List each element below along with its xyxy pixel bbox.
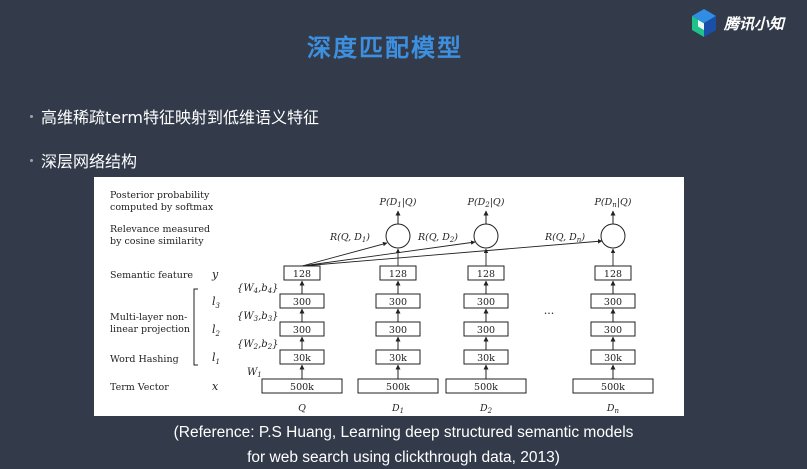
node-l1: 30k xyxy=(604,353,622,364)
weight-w4: {W4,b4} xyxy=(237,283,279,295)
bullet-item: 深层网络结构 xyxy=(30,148,137,172)
prob-label-d2: P(D2|Q) xyxy=(467,197,505,209)
bullet-text: 深层网络结构 xyxy=(41,152,138,171)
cosine-connections xyxy=(301,239,616,267)
bullet-dot-icon xyxy=(30,114,33,118)
label-hashing: Word Hashing xyxy=(110,354,179,365)
reference-line-2: for web search using clickthrough data, … xyxy=(247,449,560,466)
rel-label-d1: R(Q, D1) xyxy=(329,232,370,244)
reference-line-1: (Reference: P.S Huang, Learning deep str… xyxy=(173,424,634,441)
weight-w2: {W2,b2} xyxy=(237,339,279,351)
var-x: x xyxy=(212,380,219,393)
column-label-d2: D2 xyxy=(479,403,493,415)
prob-label-d1: P(D1|Q) xyxy=(379,197,417,209)
weight-w1: W1 xyxy=(247,367,262,379)
bullet-text: 高维稀疏term特征映射到低维语义特征 xyxy=(41,108,320,127)
node-l3: 300 xyxy=(389,297,407,308)
node-l2: 300 xyxy=(389,325,407,336)
doc-stack-1: 128 300 300 30k 500k P(D1|Q) R(Q, D1) D1 xyxy=(329,197,439,415)
ellipsis: ... xyxy=(544,304,555,317)
bullet-dot-icon xyxy=(30,158,33,162)
node-l3: 300 xyxy=(293,297,311,308)
doc-stack-n: 128 300 300 30k 500k P(Dn|Q) R(Q, Dn) Dn xyxy=(544,197,654,415)
node-l3: 300 xyxy=(604,297,622,308)
node-l2: 300 xyxy=(477,325,495,336)
label-posterior-2: computed by softmax xyxy=(110,202,214,213)
node-l2: 300 xyxy=(604,325,622,336)
cosine-node xyxy=(385,223,411,249)
label-relevance-2: by cosine similarity xyxy=(110,236,204,247)
label-termvec: Term Vector xyxy=(110,382,169,393)
cosine-node xyxy=(473,223,499,249)
node-l1: 30k xyxy=(293,353,311,364)
page-title: 深度匹配模型 xyxy=(307,34,463,62)
node-x: 500k xyxy=(601,382,625,393)
label-posterior-1: Posterior probability xyxy=(110,190,210,201)
node-top: 128 xyxy=(604,269,622,280)
node-l1: 30k xyxy=(477,353,495,364)
cosine-node xyxy=(600,223,626,249)
rel-label-dn: R(Q, Dn) xyxy=(544,232,585,244)
prob-label-dn: P(Dn|Q) xyxy=(594,197,632,209)
var-l2: l2 xyxy=(212,323,221,338)
var-l3: l3 xyxy=(212,295,221,310)
var-l1: l1 xyxy=(212,351,220,366)
dssm-diagram: Posterior probability computed by softma… xyxy=(94,177,684,416)
weight-w3: {W3,b3} xyxy=(237,311,279,323)
label-semantic: Semantic feature xyxy=(110,270,193,281)
column-label-q: Q xyxy=(298,403,306,414)
var-y: y xyxy=(211,268,219,281)
node-x: 500k xyxy=(386,382,410,393)
node-l2: 300 xyxy=(293,325,311,336)
node-l3: 300 xyxy=(477,297,495,308)
column-label-dn: Dn xyxy=(606,403,620,415)
node-x: 500k xyxy=(290,382,314,393)
label-multilayer-1: Multi-layer non- xyxy=(110,312,187,323)
query-stack: 128 300 300 30k 500k Q xyxy=(261,265,343,414)
node-l1: 30k xyxy=(389,353,407,364)
brand-logo: 腾讯小知 xyxy=(690,6,784,40)
node-top: 128 xyxy=(389,269,407,280)
label-relevance-1: Relevance measured xyxy=(110,224,210,235)
doc-stack-2: 128 300 300 30k 500k P(D2|Q) R(Q, D2) D2 xyxy=(417,197,527,415)
node-x: 500k xyxy=(474,382,498,393)
node-top: 128 xyxy=(293,269,311,280)
brand-name: 腾讯小知 xyxy=(724,14,785,33)
node-top: 128 xyxy=(477,269,495,280)
rel-label-d2: R(Q, D2) xyxy=(417,232,458,244)
multilayer-bracket xyxy=(193,288,198,366)
dssm-diagram-svg: Posterior probability computed by softma… xyxy=(110,190,654,415)
cube-logo-icon xyxy=(692,9,716,37)
bullet-item: 高维稀疏term特征映射到低维语义特征 xyxy=(30,104,319,128)
label-multilayer-2: linear projection xyxy=(110,324,190,335)
column-label-d1: D1 xyxy=(391,403,404,415)
